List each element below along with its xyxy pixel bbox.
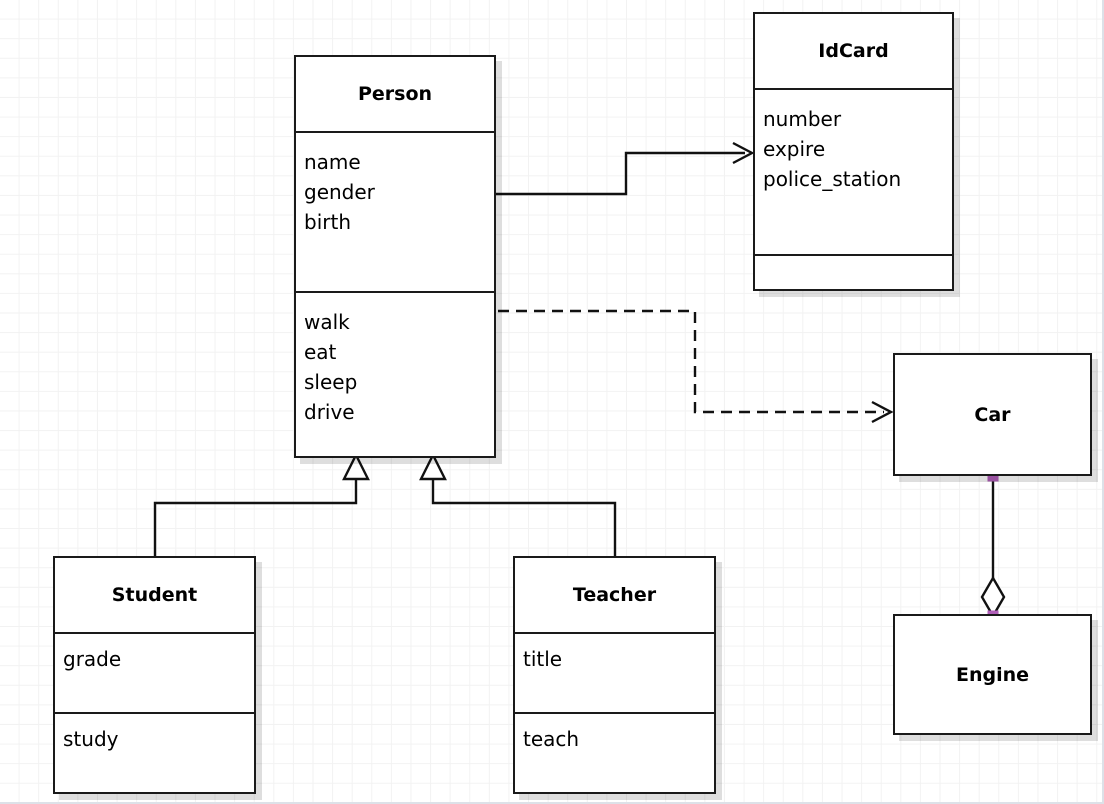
class-title-idcard: IdCard xyxy=(818,40,889,62)
class-method: drive xyxy=(304,400,355,424)
class-methods-person: walk eat sleep drive xyxy=(296,291,494,456)
class-attribute: title xyxy=(523,647,563,671)
class-attributes-person: name gender birth xyxy=(296,131,494,291)
class-title-teacher: Teacher xyxy=(572,584,657,606)
class-attributes-student: grade xyxy=(55,632,254,712)
class-method: sleep xyxy=(304,370,358,394)
class-method: teach xyxy=(523,727,580,751)
class-attribute: police_station xyxy=(763,167,902,191)
class-method: study xyxy=(63,727,119,751)
class-box-student[interactable]: Student grade study xyxy=(53,556,256,794)
class-attribute: grade xyxy=(63,647,122,671)
class-attributes-teacher: title xyxy=(515,632,714,712)
class-box-idcard[interactable]: IdCard number expire police_station xyxy=(753,12,954,291)
class-title-person: Person xyxy=(357,83,433,105)
class-box-car[interactable]: Car xyxy=(893,353,1092,476)
relationship-car-engine[interactable] xyxy=(980,476,1006,619)
class-attribute: name xyxy=(304,150,361,174)
class-attribute: number xyxy=(763,107,842,131)
class-attributes-idcard: number expire police_station xyxy=(755,88,952,254)
relationship-person-car[interactable] xyxy=(498,309,894,424)
class-title-student: Student xyxy=(111,584,198,606)
relationship-person-idcard[interactable] xyxy=(496,141,755,196)
class-title-car: Car xyxy=(974,403,1011,426)
class-box-engine[interactable]: Engine xyxy=(893,614,1092,735)
class-methods-teacher: teach xyxy=(515,712,714,796)
class-box-teacher[interactable]: Teacher title teach xyxy=(513,556,716,794)
relationship-student-person[interactable] xyxy=(153,452,370,556)
relationship-teacher-person[interactable] xyxy=(419,452,617,556)
class-box-person[interactable]: Person name gender birth walk eat sleep … xyxy=(294,55,496,458)
class-attribute: gender xyxy=(304,180,375,204)
class-method: eat xyxy=(304,340,337,364)
connector-handle-car[interactable] xyxy=(987,470,999,482)
class-methods-idcard xyxy=(755,254,952,293)
class-title-engine: Engine xyxy=(955,663,1030,686)
class-methods-student: study xyxy=(55,712,254,796)
class-attribute: expire xyxy=(763,137,826,161)
class-attribute: birth xyxy=(304,210,351,234)
class-method: walk xyxy=(304,310,350,334)
